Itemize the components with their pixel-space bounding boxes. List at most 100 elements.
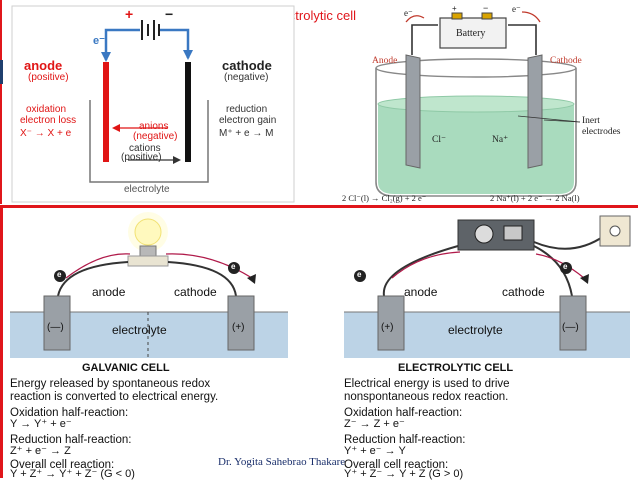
galvanic-wire-left — [57, 261, 129, 297]
simple-electrolysis-drawing — [11, 5, 295, 203]
electron-loss-label: electron loss — [20, 115, 77, 126]
galvanic-oxidation-eq: Y → Y⁺ + e⁻ — [10, 418, 72, 430]
section-divider — [0, 205, 638, 208]
electron-label: e⁻ — [93, 35, 105, 47]
electrolytic-cathode-sign: (—) — [562, 322, 579, 333]
electrolytic-electron-1 — [354, 270, 366, 282]
galvanic-overall-title: Overall cell reaction: — [10, 459, 115, 471]
electron-arrow-right — [183, 50, 193, 60]
oxidation-label: oxidation — [26, 104, 67, 115]
light-bulb-socket — [127, 255, 169, 267]
inert-label: Inert — [582, 116, 600, 126]
slide-accent-chip — [0, 60, 3, 84]
chloride-label: Cl⁻ — [432, 135, 446, 145]
beaker-rim — [375, 58, 577, 78]
reduction-label: reduction — [226, 104, 268, 115]
galvanic-desc-2: reaction is converted to electrical ener… — [10, 391, 219, 403]
electrolytic-arrow-head — [580, 274, 589, 284]
wire-left — [411, 24, 438, 55]
galvanic-reduction-eq: Z⁺ + e⁻ → Z — [10, 445, 71, 457]
electron-gain-label: electron gain — [219, 115, 277, 126]
light-bulb-glow — [128, 212, 168, 252]
anode-label: anode — [24, 58, 63, 73]
electrolytic-overall-eq: Y⁺ + Z⁻ → Y + Z (G > 0) — [344, 468, 464, 480]
cathode-equation: 2 Na⁺(l) + 2 e⁻ → 2 Na(l) — [490, 193, 580, 203]
galvanic-electron-path-left — [65, 253, 131, 279]
electrolytic-anode-label: anode — [404, 285, 438, 299]
electrolytic-electron-2 — [560, 262, 572, 274]
light-bulb-base — [139, 245, 157, 257]
left-wire — [104, 28, 140, 60]
wire-right — [508, 24, 537, 55]
galvanic-wire-right — [167, 261, 237, 297]
galvanic-desc-1: Energy released by spontaneous redox — [10, 378, 211, 390]
cations-label: cations — [129, 143, 161, 154]
battery-electron-right: e⁻ — [512, 4, 521, 14]
galvanic-electron-label-2: e — [231, 262, 236, 271]
anode-equation: 2 Cl⁻(l) → Cl₂(g) + 2 e⁻ — [342, 193, 427, 203]
battery-label: Battery — [456, 28, 486, 39]
electrolytic-oxidation-eq: Z⁻ → Z + e⁻ — [344, 418, 405, 430]
electrolytic-electrolyte-label: electrolyte — [448, 323, 503, 337]
electrolytic-oxidation-title: Oxidation half-reaction: — [344, 407, 463, 419]
electrolytic-reduction-title: Reduction half-reaction: — [344, 434, 466, 446]
electrolytic-electron-path-left — [391, 251, 461, 279]
cathode-rod — [185, 62, 191, 162]
anions-sublabel: (negative) — [133, 131, 178, 142]
electrolytic-anode-sign: (+) — [381, 322, 394, 333]
left-accent-border — [0, 0, 298, 204]
inert-pointer-2 — [517, 115, 581, 123]
battery-terminal-plus — [451, 12, 463, 20]
anode-sublabel: (positive) — [28, 72, 69, 83]
electron-arrow-left — [405, 15, 425, 23]
anions-label: anions — [139, 121, 169, 132]
galvanic-anode-sign: (—) — [47, 322, 64, 333]
solution-surface — [377, 95, 575, 113]
sodium-label: Na⁺ — [492, 135, 509, 145]
electrolytic-wire-left — [382, 245, 459, 297]
anode-plate — [405, 54, 421, 169]
battery-plus: + — [452, 4, 457, 13]
electron-arrow-right — [521, 11, 541, 23]
electrodes-label: electrodes — [582, 127, 621, 137]
battery-body — [439, 17, 507, 49]
plus-sign: + — [125, 6, 134, 22]
nacl-electrolysis-drawing — [375, 11, 581, 197]
galvanic-anode-label: anode — [92, 285, 126, 299]
power-cord — [533, 235, 605, 250]
electrolytic-anode — [377, 295, 405, 351]
nacl-electrolysis-diagram: e⁻ e⁻ Battery + − Anode Cathode Cl⁻ Na⁺ … — [340, 0, 638, 206]
reduction-equation: M⁺ + e → M — [219, 128, 274, 139]
galvanic-electron-2 — [228, 262, 240, 274]
battery-electron-left: e⁻ — [404, 8, 413, 18]
galvanic-overall-eq: Y + Z⁺ → Y⁺ + Z⁻ (G < 0) — [10, 468, 135, 480]
cathode-label: Cathode — [550, 56, 582, 66]
electrolytic-cathode — [559, 295, 587, 351]
galvanic-oxidation-title: Oxidation half-reaction: — [10, 407, 129, 419]
electrolytic-cathode-label: cathode — [502, 285, 545, 299]
simple-electrolysis-diagram: e⁻ + − anode (positive) cathode (negativ… — [0, 0, 298, 204]
power-supply-dial — [474, 224, 494, 244]
electrolytic-electron-path-right — [535, 253, 585, 279]
anode-label: Anode — [372, 56, 398, 66]
electrolytic-wire-right — [533, 245, 573, 297]
electrolytic-desc-1: Electrical energy is used to drive — [344, 378, 510, 390]
battery-terminal-minus — [481, 12, 493, 20]
cell-comparison-panel: e e anode cathode (—) (+) electrolyte GA… — [0, 206, 638, 480]
cell-comparison-drawing — [10, 212, 631, 358]
electrolytic-desc-2: nonspontaneous redox reaction. — [344, 391, 509, 403]
anode-rod — [103, 62, 109, 162]
power-supply-body — [457, 219, 535, 251]
cathode-label: cathode — [222, 58, 272, 73]
galvanic-electron-label-1: e — [57, 270, 62, 279]
electrolytic-electron-label-1: e — [357, 270, 362, 279]
electrolytic-overall-title: Overall cell reaction: — [344, 459, 449, 471]
galvanic-electrolyte-label: electrolyte — [112, 323, 167, 337]
minus-sign: − — [165, 6, 174, 22]
electrolytic-reduction-eq: Y⁺ + e⁻ → Y — [344, 445, 406, 457]
beaker — [89, 100, 209, 183]
cathode-sublabel: (negative) — [224, 72, 269, 83]
battery-minus: − — [483, 3, 489, 13]
galvanic-anode — [43, 295, 71, 351]
galvanic-arrow-head — [247, 274, 256, 284]
